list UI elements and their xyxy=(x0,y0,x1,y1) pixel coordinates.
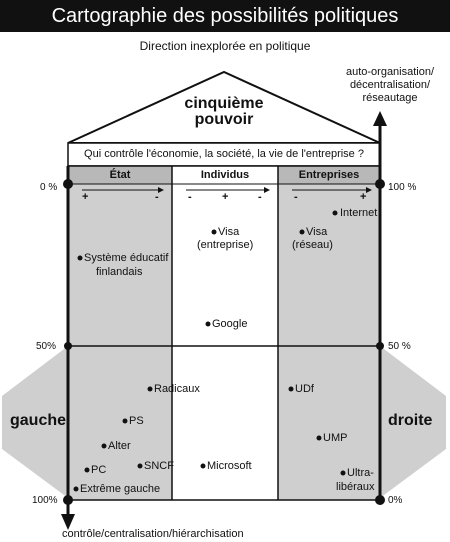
item-label-sncf: SNCF xyxy=(144,460,174,472)
entreprises-scale-arrowhead xyxy=(366,187,372,193)
question-text: Qui contrôle l'économie, la société, la … xyxy=(84,148,364,160)
dot-pc xyxy=(84,467,90,473)
item-label-internet: Internet xyxy=(340,207,378,219)
item-label-visa-reseau-line1: Visa xyxy=(306,226,328,238)
item-label-ump: UMP xyxy=(323,432,348,444)
dot-ps xyxy=(122,418,128,424)
dot-visa-entreprise xyxy=(211,229,217,235)
roof-label-line1: cinquième xyxy=(184,95,264,112)
column-header-entreprises: Entreprises xyxy=(298,169,360,181)
item-label-radicaux: Radicaux xyxy=(154,383,200,395)
corner-dot xyxy=(64,342,72,350)
entreprises-scale-minus: - xyxy=(294,191,298,203)
percent-right-top: 100 % xyxy=(388,182,417,193)
item-label-systeme-educatif-line1: Système éducatif xyxy=(84,252,169,264)
entreprises-column xyxy=(278,166,380,500)
item-label-google: Google xyxy=(212,318,248,330)
dot-systeme-educatif xyxy=(77,255,83,261)
bottom-axis-label: contrôle/centralisation/hiérarchisation xyxy=(62,528,244,540)
individus-column xyxy=(172,166,278,500)
up-arrowhead xyxy=(373,111,387,126)
dot-google xyxy=(205,321,211,327)
top-axis-label-line3: réseautage xyxy=(362,92,418,104)
column-header-etat: État xyxy=(109,169,131,181)
item-label-alter: Alter xyxy=(108,440,131,452)
dot-ultra-liberaux xyxy=(340,470,346,476)
individus-scale-arrowhead xyxy=(264,187,270,193)
dot-ump xyxy=(316,435,322,441)
corner-dot xyxy=(375,495,385,505)
dot-extreme-gauche xyxy=(73,486,79,492)
roof-label-line2: pouvoir xyxy=(194,111,254,128)
etat-scale-arrowhead xyxy=(158,187,164,193)
item-label-visa-entreprise-line2: (entreprise) xyxy=(197,239,254,251)
item-label-visa-entreprise-line1: Visa xyxy=(218,226,240,238)
corner-dot xyxy=(376,342,384,350)
percent-left-top: 0 % xyxy=(40,182,58,193)
item-label-systeme-educatif-line2: finlandais xyxy=(96,266,143,278)
side-label-droite: droite xyxy=(388,412,433,429)
corner-dot xyxy=(63,179,73,189)
item-label-visa-reseau-line2: (réseau) xyxy=(292,239,333,251)
corner-dot xyxy=(63,495,73,505)
left-side-arrow xyxy=(2,346,68,498)
column-header-individus: Individus xyxy=(200,169,250,181)
item-label-ultra-liberaux-line2: libéraux xyxy=(336,481,375,493)
dot-sncf xyxy=(137,463,143,469)
percent-left-bottom: 100% xyxy=(32,495,58,506)
percent-right-mid: 50 % xyxy=(388,341,411,352)
individus-scale-minus-left: - xyxy=(188,191,192,203)
item-label-extreme-gauche: Extrême gauche xyxy=(80,483,161,495)
down-arrowhead xyxy=(61,514,75,530)
etat-scale-minus: - xyxy=(155,191,159,203)
top-label: Direction inexplorée en politique xyxy=(139,39,311,53)
corner-dot xyxy=(375,179,385,189)
item-label-udf: UDf xyxy=(295,383,314,395)
dot-alter xyxy=(101,443,107,449)
individus-scale-plus: + xyxy=(222,191,229,203)
dot-internet xyxy=(332,210,338,216)
individus-scale-minus-right: - xyxy=(258,191,262,203)
individus-header xyxy=(172,166,278,184)
item-label-pc: PC xyxy=(91,464,107,476)
top-axis-label-line2: décentralisation/ xyxy=(349,79,431,91)
dot-radicaux xyxy=(147,386,153,392)
page-title: Cartographie des possibilités politiques xyxy=(0,0,450,32)
dot-visa-reseau xyxy=(299,229,305,235)
dot-microsoft xyxy=(200,463,206,469)
item-label-ps: PS xyxy=(129,415,144,427)
etat-scale-plus: + xyxy=(82,191,89,203)
top-axis-label-line1: auto-organisation/ xyxy=(345,66,435,78)
item-label-microsoft: Microsoft xyxy=(207,460,252,472)
item-label-ultra-liberaux-line1: Ultra- xyxy=(347,467,374,479)
entreprises-scale-plus: + xyxy=(360,191,367,203)
etat-column xyxy=(68,166,172,500)
dot-udf xyxy=(288,386,294,392)
right-side-arrow xyxy=(380,346,446,498)
side-label-gauche: gauche xyxy=(10,412,67,429)
percent-right-bottom: 0% xyxy=(388,495,403,506)
percent-left-mid: 50% xyxy=(36,341,57,352)
